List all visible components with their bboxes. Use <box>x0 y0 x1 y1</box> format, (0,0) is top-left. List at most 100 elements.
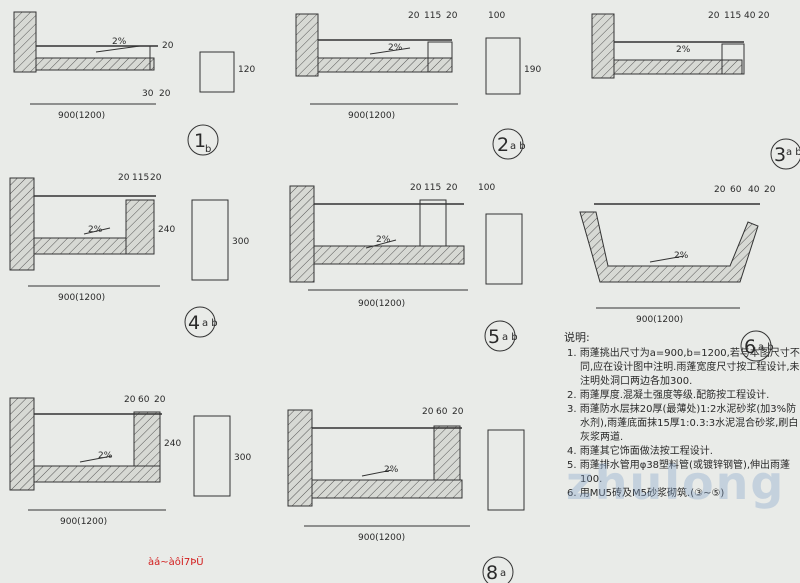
svg-text:20: 20 <box>764 185 776 195</box>
span-label: 900(1200) <box>358 533 405 543</box>
span-label: 900(1200) <box>636 315 683 325</box>
upstand <box>125 199 155 255</box>
section-box <box>199 51 235 93</box>
notes-block: 说明: 1. 雨蓬挑出尺寸为a=900,b=1200,若与本图尺寸不同,应在设计… <box>564 331 800 501</box>
svg-text:100: 100 <box>488 11 505 21</box>
svg-text:a b: a b <box>510 141 526 152</box>
section-box <box>191 199 229 281</box>
svg-text:20: 20 <box>150 173 162 183</box>
span-label: 900(1200) <box>348 111 395 121</box>
detail-number <box>770 138 800 170</box>
slab <box>313 245 465 265</box>
wall <box>13 11 37 73</box>
slope-arrow <box>361 469 393 477</box>
upstand <box>133 411 161 467</box>
svg-text:190: 190 <box>524 65 541 75</box>
note-item: 6. 用MU5砖及M5砂浆砌筑.(③~⑤) <box>567 488 725 499</box>
svg-text:60: 60 <box>730 185 742 195</box>
detail-6: 2% 900(1200) 20 60 40 20 6 a b <box>579 185 776 362</box>
slope-arrow <box>365 239 397 249</box>
detail-3: 2% 20 115 40 20 3 a b <box>591 11 800 170</box>
detail-number <box>482 556 514 583</box>
slope-label: 2% <box>112 37 127 47</box>
svg-text:20: 20 <box>162 41 174 51</box>
section-box <box>193 415 231 497</box>
detail-5: 2% 900(1200) 20 115 20 100 5 a b <box>289 183 523 352</box>
note-item: 2. 雨蓬厚度.混凝土强度等级.配筋按工程设计. <box>567 390 770 401</box>
section-box <box>487 429 525 511</box>
detail-1: 2% 900(1200) 20 30 20 120 1 b <box>13 11 255 156</box>
svg-text:20: 20 <box>410 183 422 193</box>
svg-text:115: 115 <box>424 11 441 21</box>
svg-text:20: 20 <box>452 407 464 417</box>
svg-text:20: 20 <box>446 11 458 21</box>
svg-text:5: 5 <box>488 326 500 348</box>
svg-text:20: 20 <box>708 11 720 21</box>
upstand <box>427 41 453 73</box>
span-label: 900(1200) <box>58 111 105 121</box>
notes-title: 说明: <box>564 331 590 344</box>
detail-number <box>484 320 516 352</box>
slab <box>311 479 463 499</box>
svg-text:20: 20 <box>422 407 434 417</box>
slope-label: 2% <box>384 465 399 475</box>
svg-text:20: 20 <box>714 185 726 195</box>
note-item: 3. 雨蓬防水层抹20厚(最薄处)1:2水泥砂浆(加3%防水剂),雨蓬底面抹15… <box>567 404 799 443</box>
svg-text:20: 20 <box>159 89 171 99</box>
svg-text:20: 20 <box>154 395 166 405</box>
wall <box>591 13 615 79</box>
slope-label: 2% <box>388 43 403 53</box>
detail-number <box>492 128 524 160</box>
slab <box>295 57 453 73</box>
slope-arrow <box>95 45 141 53</box>
svg-text:20: 20 <box>124 395 136 405</box>
wall <box>287 409 313 507</box>
svg-text:300: 300 <box>232 237 249 247</box>
wall <box>9 177 35 271</box>
detail-number <box>184 306 216 338</box>
slope-label: 2% <box>676 45 691 55</box>
svg-text:40: 40 <box>748 185 760 195</box>
note-item: 4. 雨蓬其它饰面做法按工程设计. <box>567 446 713 457</box>
slope-arrow <box>649 255 685 263</box>
svg-text:a b: a b <box>786 147 800 158</box>
svg-text:b: b <box>205 144 211 155</box>
slope-arrow <box>369 47 411 55</box>
upstand <box>419 199 447 247</box>
svg-text:1: 1 <box>194 130 206 152</box>
svg-text:3: 3 <box>774 144 786 166</box>
svg-text:20: 20 <box>408 11 420 21</box>
detail-8: 2% 900(1200) 20 60 20 8 a <box>287 407 525 583</box>
detail-2: 2% 900(1200) 20 115 20 100 190 2 a b <box>295 11 541 160</box>
slope-arrow <box>79 455 113 463</box>
slab <box>579 211 759 283</box>
svg-text:a b: a b <box>502 332 518 343</box>
wall <box>289 185 315 283</box>
svg-text:4: 4 <box>188 312 200 334</box>
svg-text:240: 240 <box>158 225 175 235</box>
detail-number <box>187 124 219 156</box>
svg-text:120: 120 <box>238 65 255 75</box>
svg-text:a b: a b <box>202 318 218 329</box>
upstand <box>433 425 461 481</box>
svg-text:115: 115 <box>424 183 441 193</box>
svg-text:300: 300 <box>234 453 251 463</box>
slope-label: 2% <box>376 235 391 245</box>
slope-label: 2% <box>674 251 689 261</box>
svg-text:30: 30 <box>142 89 154 99</box>
upstand <box>721 43 745 75</box>
note-item: 1. 雨蓬挑出尺寸为a=900,b=1200,若与本图尺寸不同,应在设计图中注明… <box>567 348 800 387</box>
section-box <box>485 37 521 95</box>
wall <box>295 13 319 77</box>
svg-text:20: 20 <box>446 183 458 193</box>
svg-text:60: 60 <box>138 395 150 405</box>
svg-text:20: 20 <box>758 11 770 21</box>
svg-text:a b: a b <box>758 342 774 353</box>
note-item: 5. 雨蓬排水管用φ38塑料管(或镀锌钢管),伸出雨蓬100. <box>567 460 791 485</box>
detail-7: 2% 900(1200) 20 60 20 240 300 <box>9 395 251 527</box>
red-stamp-text: àá~àôÍ7ÞÜ <box>148 557 204 568</box>
detail-number <box>740 330 772 362</box>
watermark: zhulong <box>566 456 786 510</box>
section-box <box>485 213 523 285</box>
